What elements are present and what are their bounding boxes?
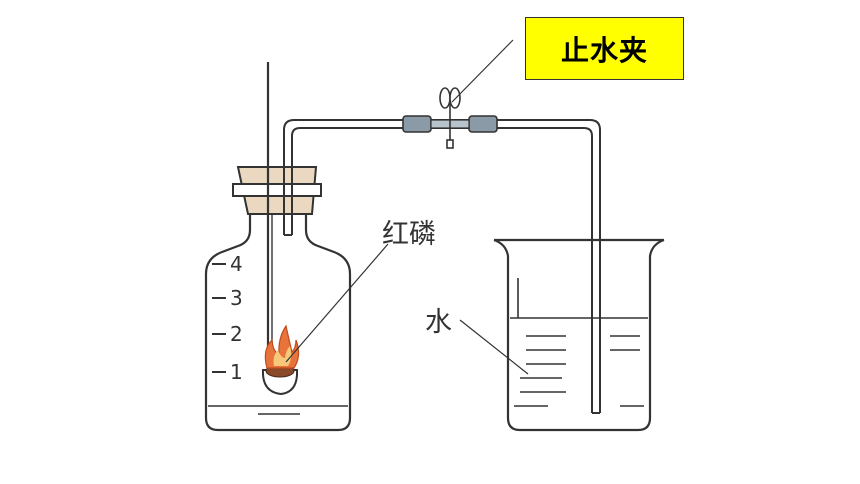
clamp-callout: 止水夹 bbox=[525, 17, 684, 80]
scale-mark-2: 2 bbox=[230, 322, 243, 346]
clamp-pointer-line bbox=[451, 39, 514, 103]
rubber-stopper bbox=[232, 166, 322, 215]
glass-bottle bbox=[204, 196, 352, 432]
scale-mark-4: 4 bbox=[230, 252, 243, 276]
phosphorus-label: 红磷 bbox=[382, 219, 436, 250]
beaker-water bbox=[510, 317, 648, 407]
scale-mark-3: 3 bbox=[230, 286, 243, 310]
phosphorus-pointer-line bbox=[285, 243, 389, 363]
water-pointer-line bbox=[459, 319, 529, 375]
water-label: 水 bbox=[425, 307, 452, 338]
bottle-scale bbox=[212, 263, 226, 373]
delivery-tube bbox=[283, 119, 601, 414]
beaker bbox=[493, 238, 665, 432]
scale-mark-1: 1 bbox=[230, 360, 243, 384]
clamp-label: 止水夹 bbox=[560, 33, 648, 67]
bottle-water bbox=[208, 405, 348, 415]
clamp-icon bbox=[439, 87, 461, 149]
flame-icon bbox=[264, 324, 300, 369]
